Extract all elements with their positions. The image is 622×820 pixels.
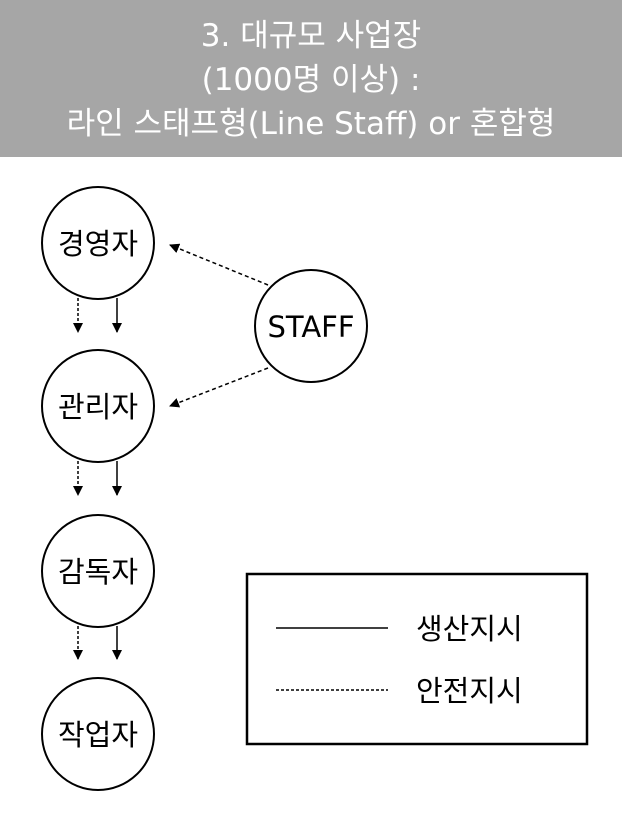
node-worker-circle	[41, 677, 155, 791]
legend-safety-label: 안전지시	[416, 674, 523, 708]
title-line-1: 3. 대규모 사업장	[200, 18, 422, 54]
arrow-staff-to-executive	[169, 243, 269, 286]
node-executive-label: 경영자	[58, 227, 138, 261]
node-manager-circle	[41, 349, 155, 463]
arrow-staff-to-manager	[169, 367, 269, 408]
title-banner: 3. 대규모 사업장 (1000명 이상) : 라인 스태프형(Line Sta…	[0, 0, 622, 157]
node-staff: STAFF	[254, 269, 368, 383]
node-worker-label: 작업자	[58, 718, 138, 752]
node-staff-label: STAFF	[267, 310, 354, 344]
node-worker: 작업자	[41, 677, 155, 791]
legend-production-label: 생산지시	[416, 612, 523, 646]
node-supervisor: 감독자	[41, 514, 155, 628]
title-line-2: (1000명 이상) :	[201, 62, 421, 98]
node-staff-circle	[254, 269, 368, 383]
title-line-3: 라인 스태프형(Line Staff) or 혼합형	[66, 106, 556, 142]
node-executive-circle	[41, 186, 155, 300]
node-supervisor-circle	[41, 514, 155, 628]
node-supervisor-label: 감독자	[58, 555, 138, 589]
legend: 생산지시 안전지시	[245, 572, 589, 746]
legend-box	[245, 572, 589, 746]
node-manager-label: 관리자	[58, 390, 138, 424]
node-executive: 경영자	[41, 186, 155, 300]
node-manager: 관리자	[41, 349, 155, 463]
